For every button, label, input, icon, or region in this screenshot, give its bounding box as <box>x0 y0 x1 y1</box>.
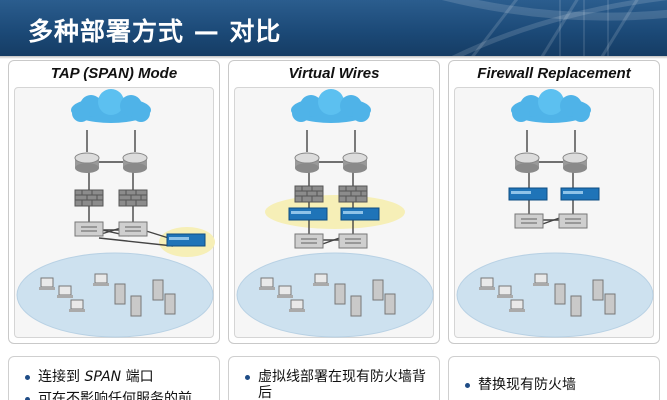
server-icon <box>554 283 566 305</box>
appliance-icon <box>340 207 380 221</box>
switch-icon <box>558 213 588 229</box>
firewall-replacement-diagram <box>456 89 654 338</box>
switch-icon <box>294 233 324 249</box>
server-icon <box>334 283 346 305</box>
server-icon <box>384 293 396 315</box>
firewall-icon <box>338 185 368 203</box>
virtual-wires-diagram <box>236 89 434 338</box>
router-icon <box>514 152 540 173</box>
bullet-box-tap-mode: 连接到 SPAN 端口 可在不影响任何服务的前 <box>8 356 220 400</box>
switch-icon <box>74 221 104 237</box>
server-icon <box>130 295 142 317</box>
switch-icon <box>514 213 544 229</box>
bullet-item: 连接到 SPAN 端口 <box>25 369 209 385</box>
router-icon <box>122 152 148 173</box>
switch-icon <box>338 233 368 249</box>
panel-firewall-replacement: Firewall Replacement <box>448 60 660 344</box>
bullet-item: 可在不影响任何服务的前 <box>25 391 209 400</box>
panel-virtual-wires: Virtual Wires <box>228 60 440 344</box>
panel-title: Virtual Wires <box>288 65 380 82</box>
slide-header: 多种部署方式 — 对比 <box>0 0 667 56</box>
server-icon <box>372 279 384 301</box>
switch-icon <box>118 221 148 237</box>
laptop-icon <box>93 273 109 286</box>
firewall-icon <box>74 189 104 207</box>
router-icon <box>74 152 100 173</box>
panel-title: Firewall Replacement <box>477 65 631 82</box>
server-icon <box>114 283 126 305</box>
laptop-icon <box>259 277 275 290</box>
laptop-icon <box>533 273 549 286</box>
cloud-icon <box>291 89 371 123</box>
laptop-icon <box>277 285 293 298</box>
appliance-icon <box>166 233 206 247</box>
appliance-icon <box>560 187 600 201</box>
server-icon <box>570 295 582 317</box>
server-icon <box>164 293 176 315</box>
server-icon <box>152 279 164 301</box>
laptop-icon <box>69 299 85 312</box>
laptop-icon <box>509 299 525 312</box>
laptop-icon <box>39 277 55 290</box>
panel-diagram-area <box>234 87 434 338</box>
bullet-item: 替换现有防火墙 <box>465 377 649 393</box>
panel-diagram-area <box>454 87 654 338</box>
tap-mode-diagram <box>16 89 215 338</box>
page-title: 多种部署方式 — 对比 <box>28 17 282 46</box>
appliance-icon <box>508 187 548 201</box>
server-icon <box>592 279 604 301</box>
laptop-icon <box>497 285 513 298</box>
panel-tap-mode: TAP (SPAN) Mode <box>8 60 220 344</box>
bullet-box-firewall-replacement: 替换现有防火墙 <box>448 356 660 400</box>
firewall-icon <box>294 185 324 203</box>
firewall-icon <box>118 189 148 207</box>
laptop-icon <box>57 285 73 298</box>
panel-diagram-area <box>14 87 215 338</box>
server-icon <box>604 293 616 315</box>
router-icon <box>562 152 588 173</box>
cloud-icon <box>511 89 591 123</box>
bullet-box-virtual-wires: 虚拟线部署在现有防火墙背后 <box>228 356 440 400</box>
bullet-item: 虚拟线部署在现有防火墙背后 <box>245 369 429 400</box>
highlight-ellipse <box>265 195 405 229</box>
cloud-icon <box>71 89 151 123</box>
panel-title: TAP (SPAN) Mode <box>50 65 178 82</box>
router-icon <box>342 152 368 173</box>
laptop-icon <box>313 273 329 286</box>
router-icon <box>294 152 320 173</box>
appliance-icon <box>288 207 328 221</box>
server-icon <box>350 295 362 317</box>
laptop-icon <box>479 277 495 290</box>
laptop-icon <box>289 299 305 312</box>
header-shadow <box>0 56 667 59</box>
header-decor <box>442 0 667 56</box>
